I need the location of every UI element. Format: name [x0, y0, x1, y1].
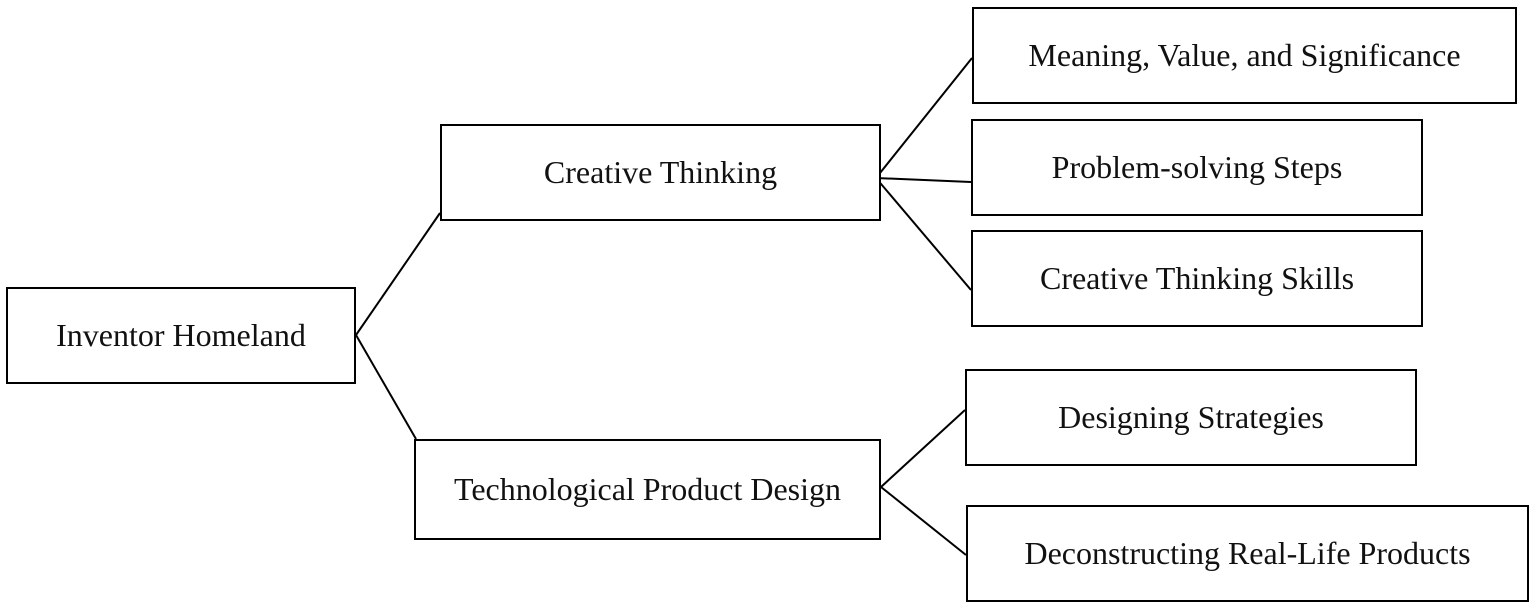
connector-root-to-creative-thinking	[355, 212, 441, 336]
connector-creative-thinking-to-skills	[875, 177, 972, 291]
node-problem-solving-steps: Problem-solving Steps	[971, 119, 1423, 216]
node-meaning-value-significance: Meaning, Value, and Significance	[972, 7, 1517, 104]
node-label: Inventor Homeland	[56, 317, 306, 353]
node-creative-thinking-skills: Creative Thinking Skills	[971, 230, 1423, 327]
node-inventor-homeland: Inventor Homeland	[6, 287, 356, 384]
node-label: Problem-solving Steps	[1051, 149, 1343, 185]
node-label: Creative Thinking	[543, 154, 778, 190]
connector-design-to-strategies	[880, 409, 966, 488]
connector-creative-thinking-to-problem-solving	[875, 177, 972, 183]
node-label: Deconstructing Real-Life Products	[1024, 535, 1471, 571]
connector-root-to-technological-product-design	[355, 334, 417, 440]
node-label: Creative Thinking Skills	[1039, 260, 1355, 296]
node-designing-strategies: Designing Strategies	[965, 369, 1417, 466]
node-technological-product-design: Technological Product Design	[414, 439, 881, 540]
node-deconstructing-real-life-products: Deconstructing Real-Life Products	[966, 505, 1529, 602]
node-creative-thinking: Creative Thinking	[440, 124, 881, 221]
connector-creative-thinking-to-meaning	[875, 57, 973, 179]
node-label: Meaning, Value, and Significance	[1028, 37, 1461, 73]
node-label: Technological Product Design	[454, 471, 841, 507]
node-label: Designing Strategies	[1058, 399, 1324, 435]
connector-design-to-deconstructing	[880, 486, 967, 556]
